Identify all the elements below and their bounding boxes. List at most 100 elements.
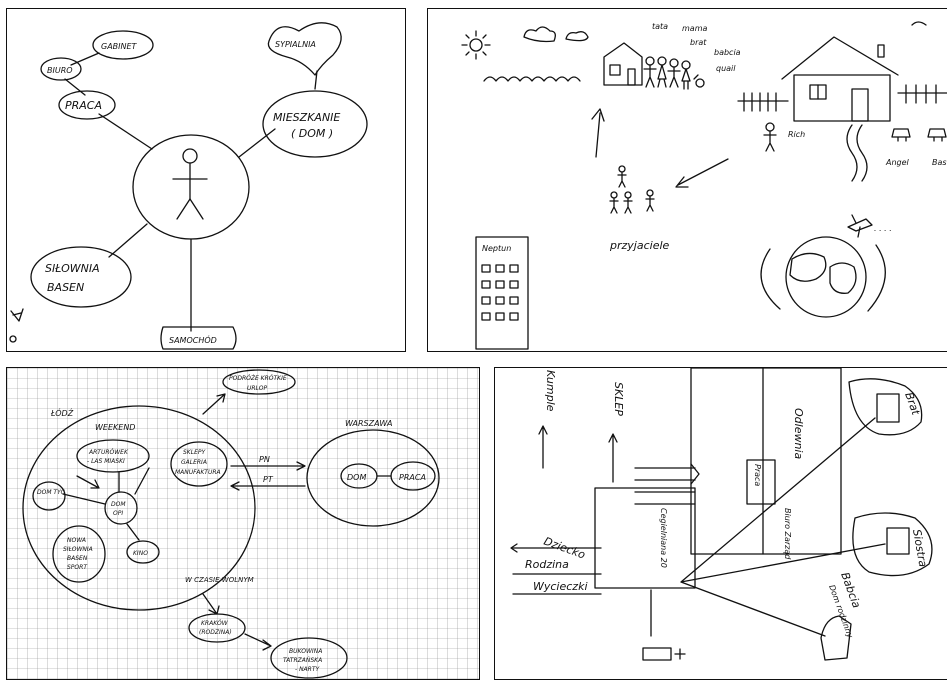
label-krakow-2: (RODZINA): [199, 629, 232, 636]
road-icon: [846, 124, 868, 182]
odlewnia-block: [690, 368, 842, 555]
family-drawing-panel: tata mama brat babcia quail Rich Angel B…: [427, 8, 947, 352]
connection-lines: [680, 417, 886, 637]
node-mieszkanie-label: MIESZKANIE: [273, 111, 340, 124]
node-gabinet: [92, 30, 154, 60]
label-cegielniana: Cegielniana 20: [659, 508, 668, 568]
mindmap-panel: GABINET BIURO PRACA SYPIALNIA MIESZKANIE…: [6, 8, 406, 352]
node-biuro-label: BIURO: [47, 66, 73, 75]
label-przyjaciele: przyjaciele: [609, 239, 670, 252]
connector-sypialnia: [314, 70, 318, 90]
family-figures-icon: [643, 56, 705, 90]
globe-icon: [760, 236, 886, 318]
lodz-circle: [22, 405, 256, 611]
label-quail: quail: [716, 64, 736, 73]
up-down-arrow-icon: [591, 108, 605, 158]
label-brat: brat: [690, 38, 707, 47]
node-krakow: [188, 613, 246, 643]
label-nowa-1: NOWA: [67, 537, 86, 544]
node-silownia-label: SIŁOWNIA: [45, 262, 100, 275]
label-podroze-2: URLOP: [247, 385, 267, 392]
label-dom-warszawa: DOM: [347, 473, 366, 482]
cegielniana-block: [594, 487, 696, 589]
arrow-to-podroze: [202, 393, 226, 415]
arrow-from-warszawa: [230, 481, 306, 491]
central-person-circle: [132, 134, 250, 240]
warszawa-circle: [306, 429, 440, 527]
babcia-house-icon: [820, 615, 852, 661]
node-gabinet-label: GABINET: [101, 42, 138, 51]
label-dom-opi-2: OPI: [113, 510, 123, 517]
label-bukowina-3: - NARTY: [295, 666, 320, 673]
arrow-to-bukowina: [244, 633, 272, 651]
connector-biuro: [64, 78, 86, 96]
family-drawing: tata mama brat babcia quail Rich Angel B…: [461, 21, 947, 350]
node-nowa-silownia: [52, 525, 106, 583]
label-w-czasie-wolnym: W CZASIE WOLNYM: [185, 576, 254, 584]
label-krakow-1: KRAKÓW: [201, 620, 229, 627]
node-sypialnia-heart: [267, 22, 342, 76]
big-house-icon: [781, 21, 927, 122]
airplane-icon: [847, 214, 873, 238]
left-arrows: [510, 543, 602, 595]
node-sklepy: [170, 441, 228, 487]
node-podroze: [222, 369, 296, 395]
inner-arrows: [62, 467, 150, 541]
hatched-arrows: [634, 463, 700, 505]
dots-decoration: . . . .: [874, 224, 892, 233]
label-mama: mama: [682, 24, 707, 33]
label-sklep: SKLEP: [612, 382, 625, 416]
label-pn: PN: [259, 455, 270, 464]
inner-arrow-head: [76, 475, 100, 489]
arrow-sklep: [608, 433, 618, 483]
person-rich-icon: [763, 122, 777, 152]
mindmap-drawing: GABINET BIURO PRACA SYPIALNIA MIESZKANIE…: [9, 22, 368, 350]
car-icon: [642, 589, 686, 661]
arrow-kumple: [538, 425, 548, 469]
connector-silownia: [108, 223, 148, 258]
label-nowa-2: SIŁOWNIA: [63, 546, 93, 553]
fence-icon: [737, 84, 947, 112]
label-biuro-zarzad: Biuro Zarząd: [783, 508, 792, 560]
diagonal-arrow-icon: [675, 158, 729, 188]
locations-sketch-panel: Kumple SKLEP Odlewnia Praca Biuro Zarząd…: [494, 367, 947, 680]
label-odlewnia: Odlewnia: [792, 408, 805, 459]
node-mieszkanie: [262, 90, 368, 158]
node-sypialnia-label: SYPIALNIA: [275, 40, 316, 49]
label-kino: KINO: [133, 550, 148, 557]
label-podroze-1: PODRÓŻE KRÓTKIE: [229, 375, 287, 382]
label-lodz: ŁÓDŹ: [50, 407, 74, 418]
grid-mindmap-panel: ŁÓDŹ WEEKEND PODRÓŻE KRÓTKIE URLOP WARSZ…: [6, 367, 480, 680]
label-rodzina: Rodzina: [525, 558, 569, 571]
label-nowa-4: SPORT: [67, 564, 88, 571]
label-neptun: Neptun: [482, 244, 511, 253]
label-siostra: Siostra: [910, 528, 929, 568]
siostra-area: [852, 512, 933, 577]
label-bukowina-1: BUKOWINA: [289, 648, 322, 655]
label-sklepy-2: GALERIA: [181, 459, 207, 466]
label-bas: Bas: [932, 158, 947, 167]
node-arturowek: [76, 439, 150, 473]
node-praca-label: PRACA: [65, 99, 102, 112]
brat-house: [876, 393, 900, 423]
label-nowa-3: BASEN: [67, 555, 88, 562]
label-praca: Praca: [753, 464, 762, 486]
label-dom-tyc: DOM TYC: [37, 489, 66, 496]
car-icon: [891, 128, 947, 142]
label-weekend: WEEKEND: [95, 423, 135, 432]
arrow-to-warszawa: [230, 461, 306, 471]
praca-block: [746, 459, 776, 505]
node-samochod-label: SAMOCHÓD: [169, 334, 217, 345]
stick-figure-icon: [172, 148, 208, 220]
label-praca-warszawa: PRACA: [399, 473, 426, 482]
label-babcia: babcia: [714, 48, 741, 57]
label-bukowina-2: TATRZAŃSKA: [283, 657, 322, 664]
node-dom-label: ( DOM ): [291, 127, 333, 140]
label-warszawa: WARSZAWA: [345, 419, 392, 428]
label-arturowek-1: ARTURÓWEK: [88, 449, 129, 456]
friends-figures-icon: [609, 165, 655, 214]
node-dom-opi: [104, 491, 138, 525]
node-dom-tyc: [32, 481, 66, 511]
label-rich: Rich: [788, 130, 805, 139]
node-praca: [58, 90, 116, 120]
